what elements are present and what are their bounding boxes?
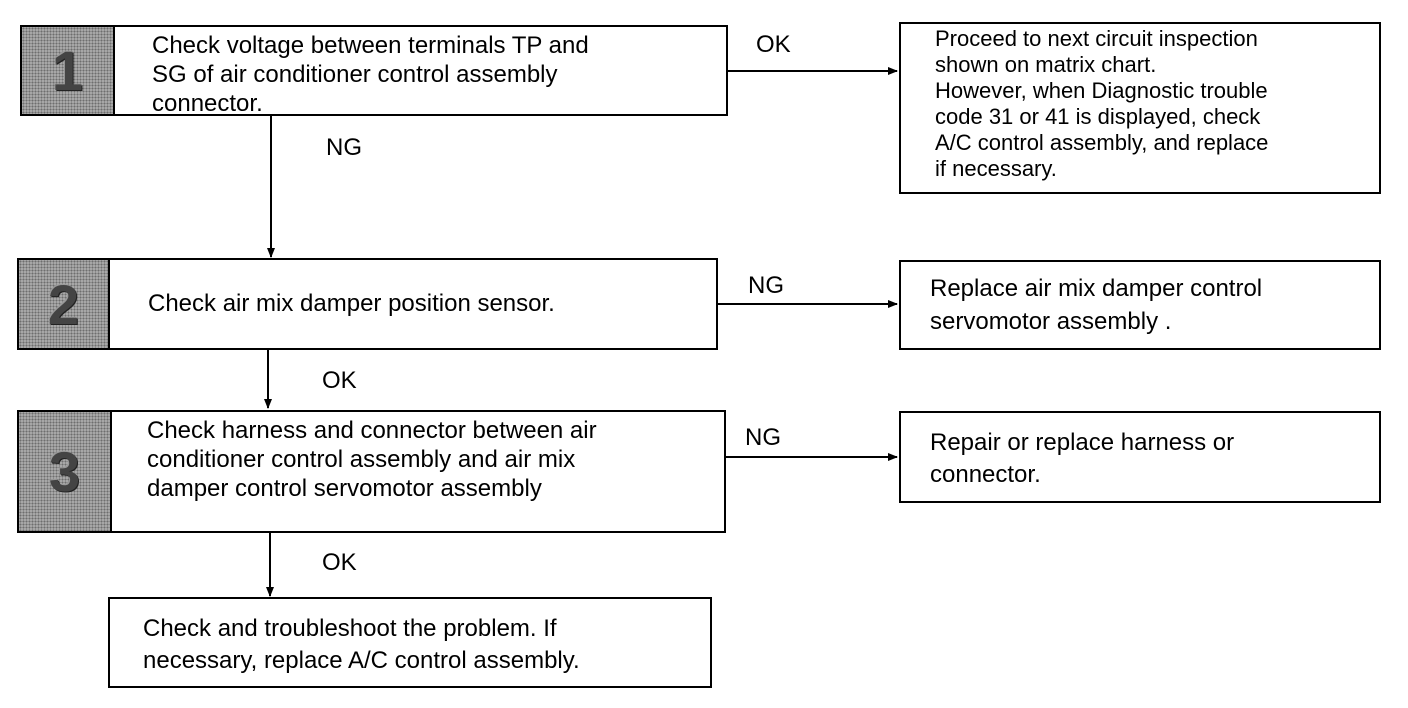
label-step1-down: NG (326, 134, 362, 161)
step-3-box (17, 410, 726, 533)
step-1-number: 1 (20, 25, 115, 116)
step-1-text: Check voltage between terminals TP and S… (152, 32, 589, 117)
step-2-text: Check air mix damper position sensor. (148, 290, 555, 317)
step-2-number: 2 (17, 258, 110, 350)
result-1-text: Proceed to next circuit inspection shown… (935, 26, 1269, 181)
label-step2-down: OK (322, 367, 357, 394)
step-3-text: Check harness and connector between air … (147, 417, 597, 502)
result-2-box (899, 260, 1381, 350)
result-1-box (899, 22, 1381, 194)
step-3-number: 3 (17, 410, 112, 533)
step-2-box (17, 258, 718, 350)
step-1-box (20, 25, 728, 116)
final-text: Check and troubleshoot the problem. If n… (143, 615, 580, 674)
label-step2-ng: NG (748, 272, 784, 299)
final-box (108, 597, 712, 688)
label-step3-down: OK (322, 549, 357, 576)
result-2-text: Replace air mix damper control servomoto… (930, 275, 1263, 335)
result-3-box (899, 411, 1381, 503)
result-3-text: Repair or replace harness or connector. (930, 429, 1235, 488)
label-step3-ng: NG (745, 424, 781, 451)
label-step1-ok: OK (756, 31, 791, 58)
